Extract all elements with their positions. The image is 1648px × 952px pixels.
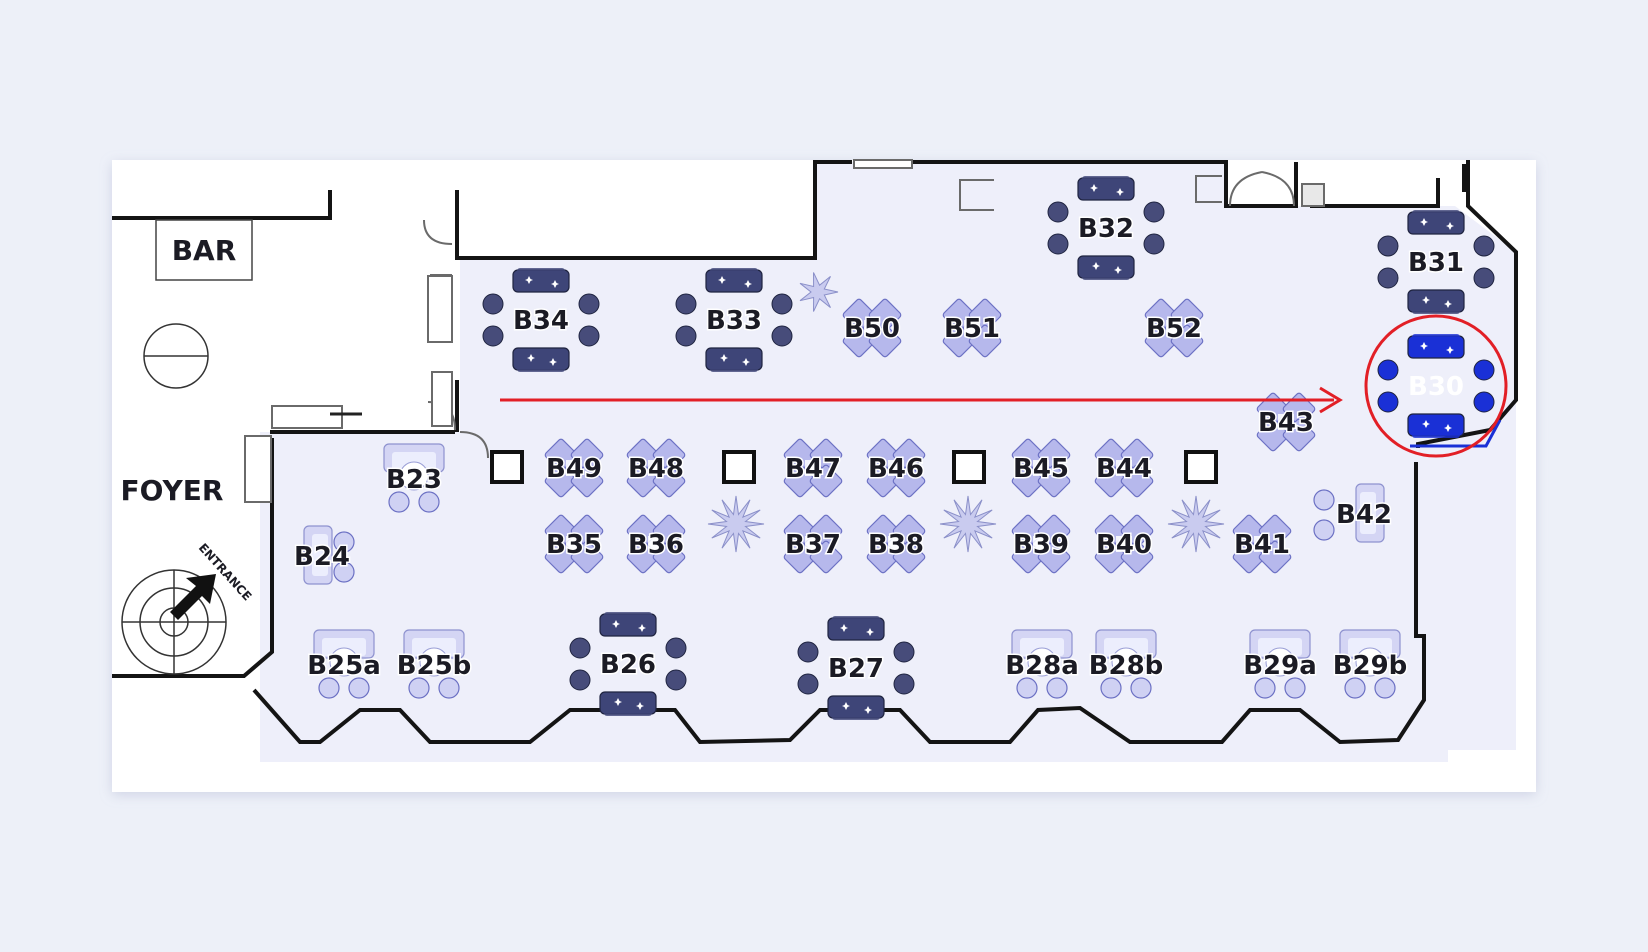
table-b48[interactable]: B48 bbox=[626, 438, 686, 498]
table-label: B51 bbox=[944, 314, 1000, 344]
door-swings bbox=[244, 159, 1325, 503]
table-b27[interactable]: B27 bbox=[797, 616, 915, 720]
table-b39[interactable]: B39 bbox=[1011, 514, 1071, 574]
table-b38[interactable]: B38 bbox=[866, 514, 926, 574]
table-label: B38 bbox=[868, 530, 924, 560]
table-label: B40 bbox=[1096, 530, 1152, 560]
table-b31[interactable]: B31 bbox=[1377, 210, 1495, 314]
table-label: B44 bbox=[1096, 454, 1152, 484]
table-label: B27 bbox=[828, 654, 884, 684]
table-b51[interactable]: B51 bbox=[942, 298, 1002, 358]
table-label: B23 bbox=[386, 465, 442, 495]
table-b29a[interactable]: B29a bbox=[1242, 629, 1318, 699]
table-b50[interactable]: B50 bbox=[842, 298, 902, 358]
plant-icon bbox=[939, 495, 997, 553]
highlight-ring bbox=[1364, 314, 1508, 458]
table-label: B29a bbox=[1243, 651, 1317, 681]
table-label: B42 bbox=[1336, 500, 1392, 530]
table-label: B28a bbox=[1005, 651, 1079, 681]
foyer-label: FOYER bbox=[121, 474, 224, 507]
bar-counter bbox=[155, 219, 253, 281]
walls bbox=[112, 160, 1518, 745]
plant-icon bbox=[799, 272, 839, 312]
table-label: B39 bbox=[1013, 530, 1069, 560]
table-label: B43 bbox=[1258, 408, 1314, 438]
entrance-arrow-icon bbox=[170, 574, 216, 620]
table-b25a[interactable]: B25a bbox=[306, 629, 382, 699]
table-b45[interactable]: B45 bbox=[1011, 438, 1071, 498]
table-b24[interactable]: B24 bbox=[293, 525, 355, 585]
table-label: B33 bbox=[706, 306, 762, 336]
table-b32[interactable]: B32 bbox=[1047, 176, 1165, 280]
table-b52[interactable]: B52 bbox=[1144, 298, 1204, 358]
table-label: B26 bbox=[600, 650, 656, 680]
table-label: B36 bbox=[628, 530, 684, 560]
table-label: B49 bbox=[546, 454, 602, 484]
table-label: B34 bbox=[513, 306, 569, 336]
columns bbox=[490, 450, 1218, 484]
table-b40[interactable]: B40 bbox=[1094, 514, 1154, 574]
table-b26[interactable]: B26 bbox=[569, 612, 687, 716]
plant-icon bbox=[1167, 495, 1225, 553]
table-b30[interactable]: B30 bbox=[1377, 334, 1495, 438]
table-label: B35 bbox=[546, 530, 602, 560]
table-b46[interactable]: B46 bbox=[866, 438, 926, 498]
table-label: B24 bbox=[294, 542, 350, 572]
revolving-door bbox=[121, 569, 227, 675]
table-b33[interactable]: B33 bbox=[675, 268, 793, 372]
table-label: B30 bbox=[1408, 372, 1464, 402]
plant-icon bbox=[707, 495, 765, 553]
table-b36[interactable]: B36 bbox=[626, 514, 686, 574]
table-label: B50 bbox=[844, 314, 900, 344]
table-b41[interactable]: B41 bbox=[1232, 514, 1292, 574]
route-arrow bbox=[500, 386, 1343, 414]
table-label: B29b bbox=[1333, 651, 1408, 681]
table-b43[interactable]: B43 bbox=[1256, 392, 1316, 452]
table-b29b[interactable]: B29b bbox=[1331, 629, 1409, 699]
plants bbox=[707, 272, 1225, 553]
table-label: B28b bbox=[1089, 651, 1164, 681]
table-label: B32 bbox=[1078, 214, 1134, 244]
table-b49[interactable]: B49 bbox=[544, 438, 604, 498]
table-label: B25b bbox=[397, 651, 472, 681]
bar-label: BAR bbox=[172, 234, 237, 267]
table-label: B48 bbox=[628, 454, 684, 484]
table-b23[interactable]: B23 bbox=[383, 443, 445, 513]
table-b42[interactable]: B42 bbox=[1313, 483, 1394, 543]
table-b34[interactable]: B34 bbox=[482, 268, 600, 372]
table-label: B47 bbox=[785, 454, 841, 484]
table-label: B41 bbox=[1234, 530, 1290, 560]
table-b44[interactable]: B44 bbox=[1094, 438, 1154, 498]
table-label: B25a bbox=[307, 651, 381, 681]
table-label: B31 bbox=[1408, 248, 1464, 278]
table-b37[interactable]: B37 bbox=[783, 514, 843, 574]
table-label: B46 bbox=[868, 454, 924, 484]
table-label: B45 bbox=[1013, 454, 1069, 484]
table-label: B37 bbox=[785, 530, 841, 560]
table-b35[interactable]: B35 bbox=[544, 514, 604, 574]
table-b47[interactable]: B47 bbox=[783, 438, 843, 498]
table-b25b[interactable]: B25b bbox=[395, 629, 473, 699]
table-b28b[interactable]: B28b bbox=[1087, 629, 1165, 699]
table-b28a[interactable]: B28a bbox=[1004, 629, 1080, 699]
table-label: B52 bbox=[1146, 314, 1202, 344]
